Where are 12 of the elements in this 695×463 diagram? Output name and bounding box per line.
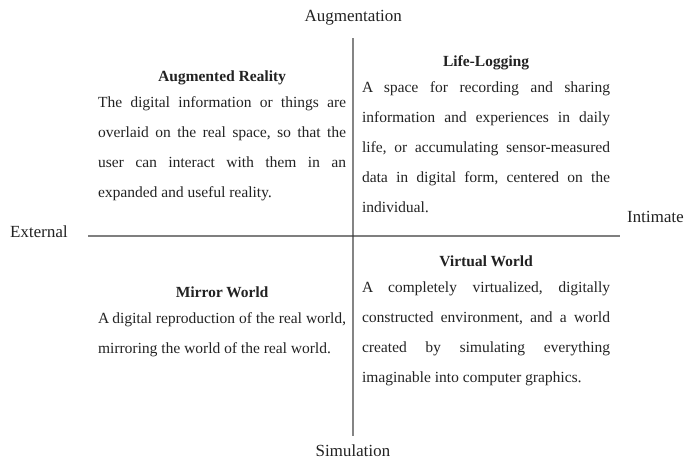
quadrant-heading: Mirror World — [174, 283, 270, 303]
axis-label: Simulation — [316, 441, 390, 461]
quadrant-description: A completely virtualized, digitally constructed environment, and a world created by simulating everything imaginable into computer graphics. — [362, 278, 610, 388]
quadrant-heading: Virtual World — [438, 252, 534, 272]
axis-label: External — [10, 222, 68, 242]
quadrant-description: A digital reproduction of the real world, mirroring the world of the real world. — [98, 309, 346, 359]
quadrant-heading: Life-Logging — [442, 52, 530, 72]
quadrant-description: A space for recording and sharing information and experiences in daily life, or accumulating sensor-measured data in digital form, centered on the individual. — [362, 78, 610, 218]
axis-label: Intimate — [627, 207, 684, 227]
quadrant-heading: Augmented Reality — [157, 67, 287, 87]
axis-label: Augmentation — [304, 6, 402, 26]
quadrant-description: The digital information or things are overlaid on the real space, so that the user can interact with them in an expanded and useful reality. — [98, 93, 346, 203]
